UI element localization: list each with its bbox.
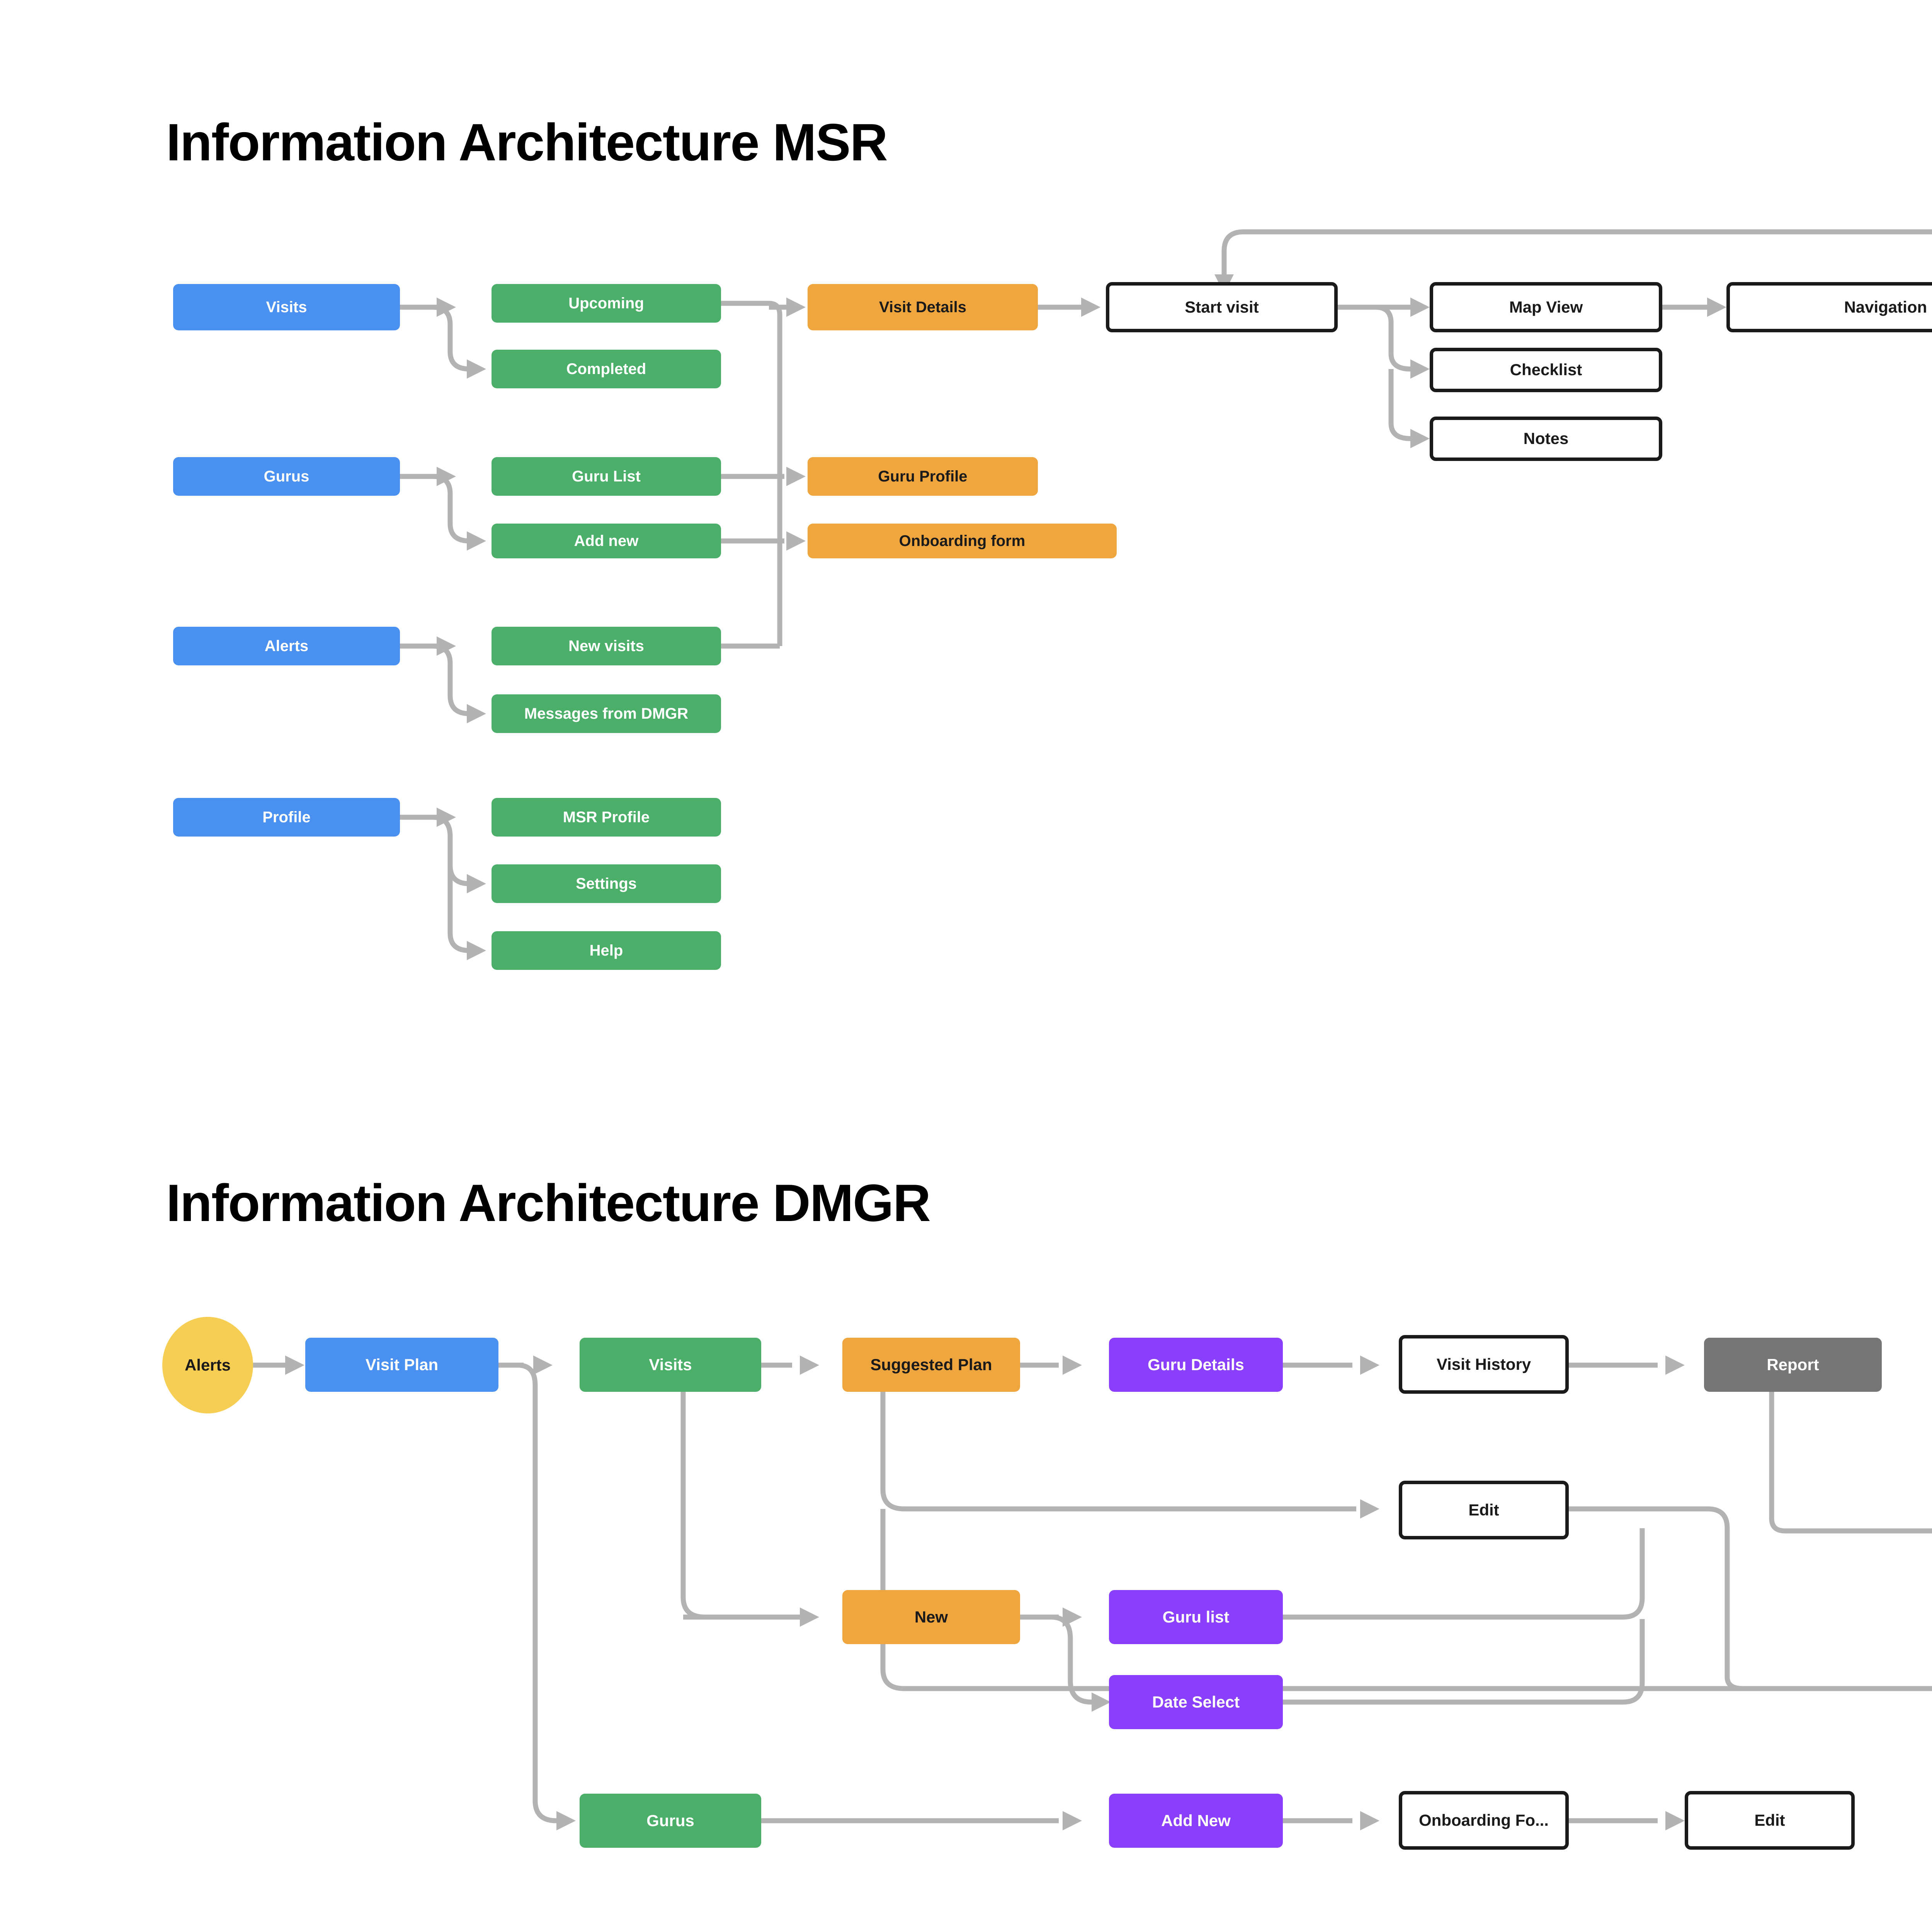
node-dmgr-visit-plan[interactable]: Visit Plan xyxy=(305,1338,498,1392)
node-msr-visit-details[interactable]: Visit Details xyxy=(808,284,1038,330)
node-msr-navigation-ext-app[interactable]: Navigation (Ext. App) xyxy=(1726,282,1932,332)
node-msr-completed[interactable]: Completed xyxy=(492,350,721,388)
node-msr-guru-profile[interactable]: Guru Profile xyxy=(808,457,1038,496)
node-msr-checklist[interactable]: Checklist xyxy=(1430,348,1662,392)
node-msr-alerts[interactable]: Alerts xyxy=(173,627,400,665)
node-msr-notes[interactable]: Notes xyxy=(1430,417,1662,461)
node-dmgr-visits[interactable]: Visits xyxy=(580,1338,761,1392)
node-dmgr-onboarding-form[interactable]: Onboarding Fo... xyxy=(1399,1791,1569,1850)
node-msr-onboarding-form[interactable]: Onboarding form xyxy=(808,524,1117,558)
section-title-dmgr: Information Architecture DMGR xyxy=(166,1173,931,1232)
node-dmgr-edit-top[interactable]: Edit xyxy=(1399,1481,1569,1539)
node-msr-messages-from-dmgr[interactable]: Messages from DMGR xyxy=(492,694,721,733)
node-msr-upcoming[interactable]: Upcoming xyxy=(492,284,721,323)
node-dmgr-suggested-plan[interactable]: Suggested Plan xyxy=(842,1338,1020,1392)
node-msr-new-visits[interactable]: New visits xyxy=(492,627,721,665)
node-msr-map-view[interactable]: Map View xyxy=(1430,282,1662,332)
node-dmgr-visit-history[interactable]: Visit History xyxy=(1399,1335,1569,1394)
section-title-msr: Information Architecture MSR xyxy=(166,113,888,172)
node-msr-start-visit[interactable]: Start visit xyxy=(1106,282,1338,332)
node-msr-add-new[interactable]: Add new xyxy=(492,524,721,558)
node-msr-help[interactable]: Help xyxy=(492,931,721,970)
node-dmgr-gurus[interactable]: Gurus xyxy=(580,1794,761,1848)
node-dmgr-add-new[interactable]: Add New xyxy=(1109,1794,1283,1848)
node-dmgr-report[interactable]: Report xyxy=(1704,1338,1882,1392)
node-dmgr-edit-bottom[interactable]: Edit xyxy=(1685,1791,1855,1850)
node-dmgr-alerts[interactable]: Alerts xyxy=(162,1317,253,1413)
node-msr-visits[interactable]: Visits xyxy=(173,284,400,330)
node-dmgr-date-select[interactable]: Date Select xyxy=(1109,1675,1283,1729)
node-dmgr-guru-details[interactable]: Guru Details xyxy=(1109,1338,1283,1392)
node-dmgr-new[interactable]: New xyxy=(842,1590,1020,1644)
node-msr-profile[interactable]: Profile xyxy=(173,798,400,837)
node-msr-settings[interactable]: Settings xyxy=(492,864,721,903)
node-msr-guru-list[interactable]: Guru List xyxy=(492,457,721,496)
node-msr-gurus[interactable]: Gurus xyxy=(173,457,400,496)
node-dmgr-guru-list[interactable]: Guru list xyxy=(1109,1590,1283,1644)
node-msr-msr-profile[interactable]: MSR Profile xyxy=(492,798,721,837)
